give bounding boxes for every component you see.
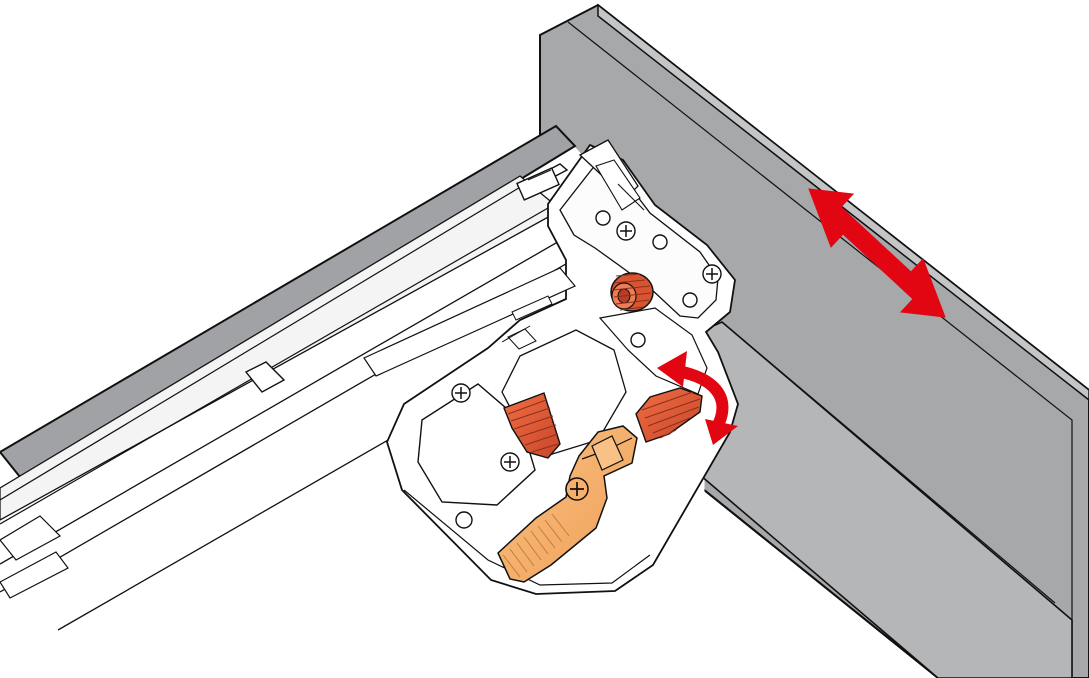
cross-screw-icon bbox=[451, 383, 471, 403]
tilt-adjustment-wheel bbox=[635, 387, 703, 443]
double-headed-arrow-icon bbox=[808, 188, 946, 318]
depth-adjustment-wheel bbox=[503, 392, 561, 459]
curved-double-arrow-icon bbox=[657, 351, 738, 445]
cross-screw-icon bbox=[616, 221, 636, 241]
locking-lever bbox=[497, 425, 638, 583]
cross-screw-icon bbox=[500, 452, 520, 472]
height-adjustment-wheel bbox=[610, 272, 654, 312]
mounting-bracket bbox=[363, 139, 739, 595]
cross-screw-icon bbox=[702, 264, 722, 284]
